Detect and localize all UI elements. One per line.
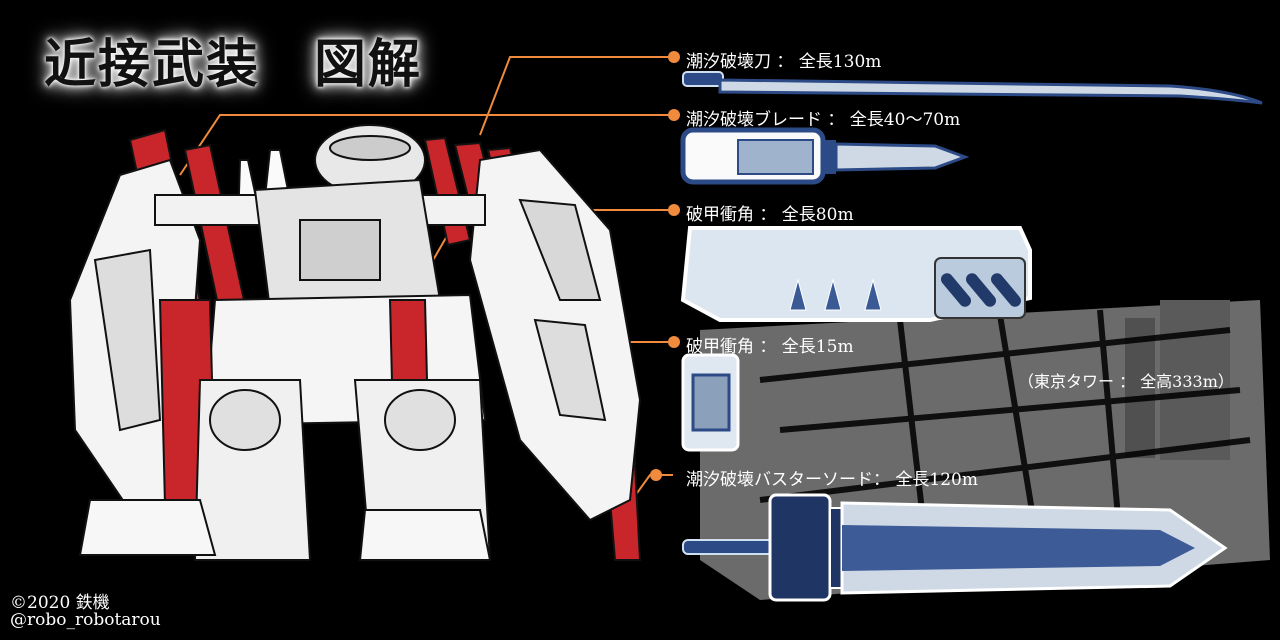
leader-dot	[668, 51, 680, 63]
comparison-note: （東京タワー ： 全高333m）	[1018, 372, 1234, 391]
page-title: 近接武装 図解	[44, 34, 423, 95]
leader-dot	[668, 109, 680, 121]
copyright: ©2020 鉄機	[10, 593, 110, 613]
weapon-label-buster-sword: 潮汐破壊バスターソード： 全長120m	[686, 470, 978, 490]
weapon-label-ram-small: 破甲衝角 ： 全長15m	[686, 337, 854, 357]
weapon-label-ram-large: 破甲衝角 ： 全長80m	[686, 205, 854, 225]
weapon-label-katana: 潮汐破壊刀 ： 全長130m	[686, 52, 882, 72]
ram-large-drawing	[680, 226, 1032, 322]
buster-sword-drawing	[682, 493, 1228, 602]
leader-dot	[668, 204, 680, 216]
author-handle: @robo_robotarou	[10, 610, 161, 630]
weapon-label-blade: 潮汐破壊ブレード ： 全長40～70m	[686, 110, 961, 130]
ram-small-drawing	[681, 353, 740, 452]
leader-dot	[650, 469, 662, 481]
katana-drawing	[682, 71, 1263, 105]
blade-drawing	[680, 127, 970, 185]
leader-dot	[668, 336, 680, 348]
